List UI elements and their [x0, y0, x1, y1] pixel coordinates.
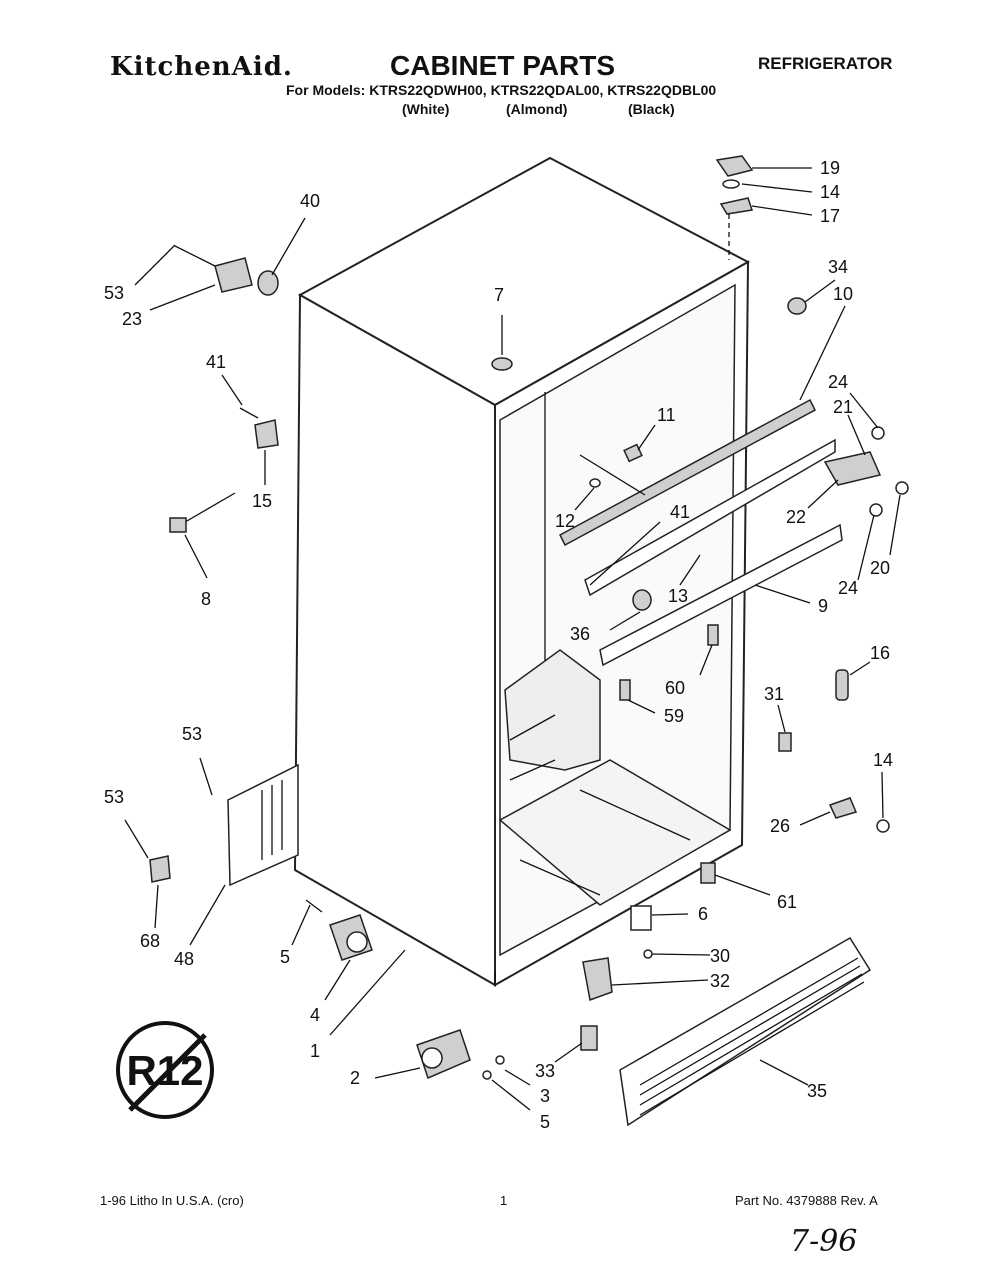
water-valve	[214, 257, 253, 293]
callout-21: 21	[833, 397, 853, 417]
callout-53-top: 53	[104, 283, 124, 303]
variant-white: (White)	[402, 101, 450, 117]
variant-almond: (Almond)	[506, 101, 568, 117]
callout-5: 5	[540, 1112, 550, 1132]
callout-34: 34	[828, 257, 848, 277]
hinge-washer-bottom	[869, 503, 883, 517]
callout-14b: 14	[873, 750, 893, 770]
callout-10: 10	[833, 284, 853, 304]
roller-screw	[643, 949, 653, 959]
callout-22: 22	[786, 507, 806, 527]
hinge-washer-top	[871, 426, 885, 440]
callout-33: 33	[535, 1061, 555, 1081]
callout-53-low: 53	[104, 787, 124, 807]
callout-61: 61	[777, 892, 797, 912]
callout-19: 19	[820, 158, 840, 178]
top-hinge-assembly	[715, 155, 754, 260]
toe-grille	[619, 936, 872, 1127]
page-number: 1	[500, 1193, 508, 1208]
lower-hinge	[828, 797, 858, 819]
callout-68: 68	[140, 931, 160, 951]
tie-wrap	[169, 517, 187, 533]
callout-16: 16	[870, 643, 890, 663]
callout-23: 23	[122, 309, 142, 329]
callout-31: 31	[764, 684, 784, 704]
badge-text: R12	[126, 1047, 203, 1094]
callout-15: 15	[252, 491, 272, 511]
lower-rail	[599, 523, 843, 667]
spacer-part	[835, 669, 849, 701]
page-title: CABINET PARTS	[390, 50, 616, 81]
print-info: 1-96 Litho In U.S.A. (cro)	[100, 1193, 244, 1208]
callout-3: 3	[540, 1086, 550, 1106]
clip-part	[623, 443, 643, 463]
support-screw	[619, 679, 631, 701]
roller-bracket	[582, 957, 613, 1002]
callout-41: 41	[670, 502, 690, 522]
leveling-bracket	[700, 862, 716, 884]
rail-screw	[707, 624, 719, 646]
callout-8: 8	[201, 589, 211, 609]
grille-clip	[580, 1025, 598, 1051]
part-number: Part No. 4379888 Rev. A	[735, 1193, 878, 1208]
brand-logo: KitchenAid.	[110, 52, 293, 82]
callout-24: 24	[828, 372, 848, 392]
callout-1: 1	[310, 1041, 320, 1061]
variant-black: (Black)	[628, 101, 675, 117]
callout-48: 48	[174, 949, 194, 969]
callout-6: 6	[698, 904, 708, 924]
callout-4: 4	[310, 1005, 320, 1025]
callout-numbers: 19 14 17 34 10 24 21 11 22 20 24 12 41 1…	[104, 158, 893, 1132]
ground-strap	[149, 855, 171, 883]
callout-11: 11	[657, 405, 676, 425]
category-label: REFRIGERATOR	[758, 54, 893, 73]
refrigerant-badge: R12	[116, 1021, 214, 1119]
bottom-hinge-plate	[778, 732, 792, 752]
callout-17: 17	[820, 206, 840, 226]
callout-40: 40	[300, 191, 320, 211]
lower-hinge-screw	[876, 819, 890, 833]
leveling-knob	[491, 357, 513, 371]
callout-60: 60	[665, 678, 685, 698]
callout-26: 26	[770, 816, 790, 836]
rail-cap	[632, 589, 652, 611]
callout-24b: 24	[838, 578, 858, 598]
callout-5b: 5	[280, 947, 290, 967]
callout-9: 9	[818, 596, 828, 616]
handwritten-note: 7-96	[790, 1224, 858, 1259]
callout-7: 7	[494, 285, 504, 305]
vent-panel	[227, 763, 299, 887]
callout-53-mid: 53	[182, 724, 202, 744]
callout-30: 30	[710, 946, 730, 966]
callout-2: 2	[350, 1068, 360, 1088]
center-hinge	[823, 451, 882, 486]
callout-35: 35	[807, 1081, 827, 1101]
callout-32: 32	[710, 971, 730, 991]
water-valve-cap	[257, 270, 279, 296]
cabinet-shell	[293, 156, 751, 987]
block-part	[630, 905, 652, 931]
drawer-rail	[559, 398, 816, 547]
callout-59: 59	[664, 706, 684, 726]
callout-12: 12	[555, 511, 575, 531]
rail-bracket	[584, 438, 836, 597]
callout-36: 36	[570, 624, 590, 644]
callout-13: 13	[668, 586, 688, 606]
leader-lines	[124, 167, 901, 1111]
callout-14: 14	[820, 182, 840, 202]
callout-41b: 41	[206, 352, 226, 372]
model-list: For Models: KTRS22QDWH00, KTRS22QDAL00, …	[286, 82, 717, 98]
hinge-screw	[895, 481, 909, 495]
cord-clip	[254, 419, 279, 449]
hinge-cap	[787, 297, 807, 315]
callout-20: 20	[870, 558, 890, 578]
